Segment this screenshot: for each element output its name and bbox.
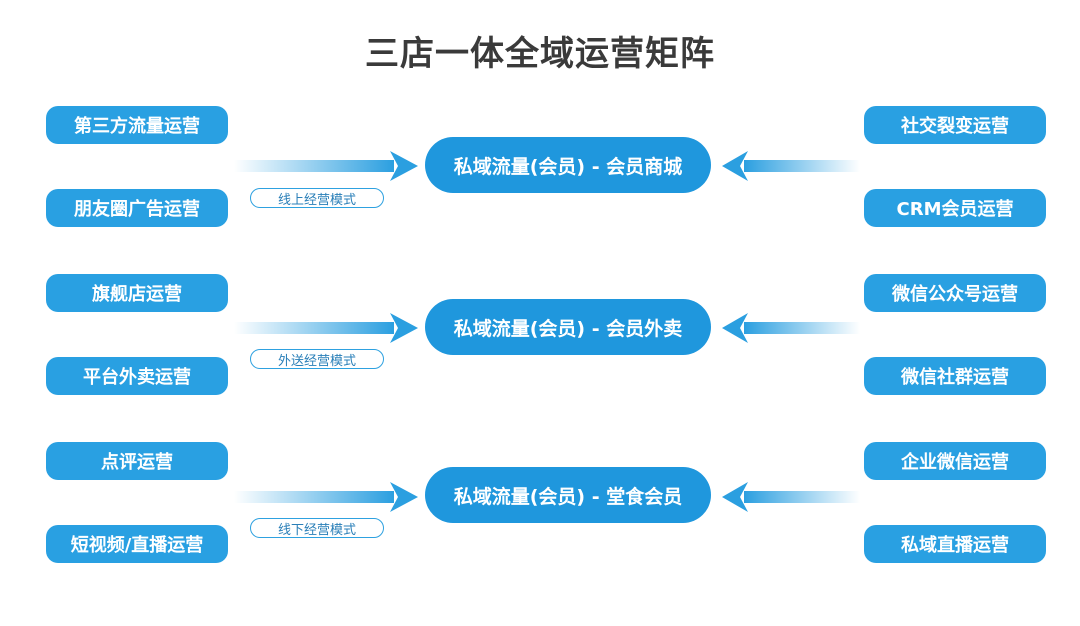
right-item-private-live: 私域直播运营 [864,525,1046,563]
arrow-right-icon [234,482,418,512]
diagram-title: 三店一体全域运营矩阵 [365,34,715,74]
arrow-left-icon [722,313,860,343]
left-item-flagship-store: 旗舰店运营 [46,274,228,312]
hub-member-takeout: 私域流量(会员) - 会员外卖 [425,299,711,355]
mode-label-online: 线上经营模式 [250,188,384,208]
left-item-reviews: 点评运营 [46,442,228,480]
mode-label-delivery: 外送经营模式 [250,349,384,369]
mode-label-offline: 线下经营模式 [250,518,384,538]
left-item-platform-takeout: 平台外卖运营 [46,357,228,395]
left-item-moments-ads: 朋友圈广告运营 [46,189,228,227]
arrow-left-icon [722,482,860,512]
left-item-third-party-traffic: 第三方流量运营 [46,106,228,144]
arrow-left-icon [722,151,860,181]
right-item-wechat-official: 微信公众号运营 [864,274,1046,312]
right-item-enterprise-wechat: 企业微信运营 [864,442,1046,480]
hub-dine-in-member: 私域流量(会员) - 堂食会员 [425,467,711,523]
right-item-social-fission: 社交裂变运营 [864,106,1046,144]
right-item-crm-members: CRM会员运营 [864,189,1046,227]
arrow-right-icon [234,151,418,181]
arrow-right-icon [234,313,418,343]
hub-member-mall: 私域流量(会员) - 会员商城 [425,137,711,193]
left-item-short-video-live: 短视频/直播运营 [46,525,228,563]
right-item-wechat-groups: 微信社群运营 [864,357,1046,395]
